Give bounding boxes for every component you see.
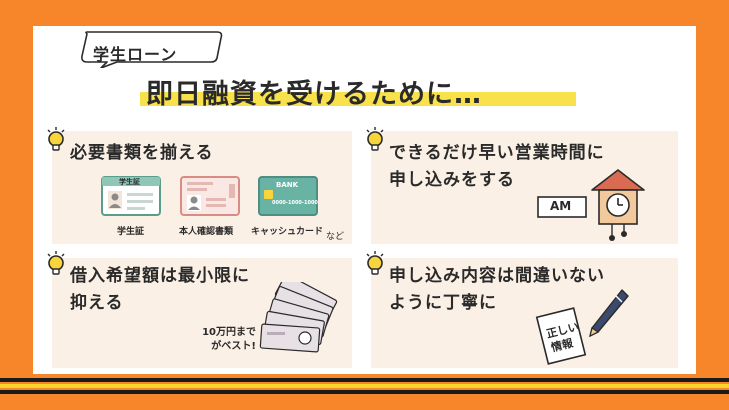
pen-icon (589, 289, 629, 338)
card-label-identity: 本人確認書類 (179, 227, 234, 237)
page-title: 即日融資を受けるために… (146, 79, 482, 110)
amount-note-line1: 10万円まで (202, 327, 256, 338)
identity-document-icon (180, 176, 240, 216)
tip-text-documents: 必要書類を揃える (70, 143, 214, 163)
tip-text-amount-line1: 借入希望額は最小限に (70, 266, 250, 286)
tip-panel-careful (371, 258, 678, 368)
am-sign-label: AM (550, 199, 572, 213)
bottom-stripe (0, 378, 729, 382)
card-label-student: 学生証 (117, 227, 145, 237)
bottom-stripe (0, 390, 729, 394)
student-id-card-icon (101, 176, 161, 216)
amount-note-line2: がベスト! (211, 341, 256, 352)
lightbulb-icon (47, 251, 65, 275)
tip-text-early-line1: できるだけ早い営業時間に (389, 143, 605, 163)
banknotes-icon (259, 282, 338, 353)
tip-text-amount-line2: 抑える (70, 293, 124, 313)
cash-card-number: 0000-1000-1000 (272, 200, 318, 206)
cash-card-icon (258, 176, 318, 216)
lightbulb-icon (366, 127, 384, 151)
tip-text-careful-line1: 申し込み内容は間違いない (389, 266, 605, 286)
cash-card-bank: BANK (276, 181, 299, 189)
lightbulb-icon (47, 127, 65, 151)
tag-label: 学生ローン (93, 45, 178, 64)
card-suffix: など (326, 232, 345, 242)
am-sign-icon (537, 196, 587, 218)
tip-text-early-line2: 申し込みをする (389, 170, 515, 190)
tip-text-careful-line2: ように丁寧に (389, 293, 497, 313)
card-header-student: 学生証 (119, 178, 140, 186)
paper-icon (535, 307, 587, 365)
title-highlight (140, 92, 576, 106)
speech-bubble-icon (81, 31, 223, 68)
lightbulb-icon (366, 251, 384, 275)
card-label-cash: キャッシュカード (251, 227, 324, 237)
clock-icon (591, 169, 645, 241)
bottom-stripe-yellow (0, 384, 729, 388)
